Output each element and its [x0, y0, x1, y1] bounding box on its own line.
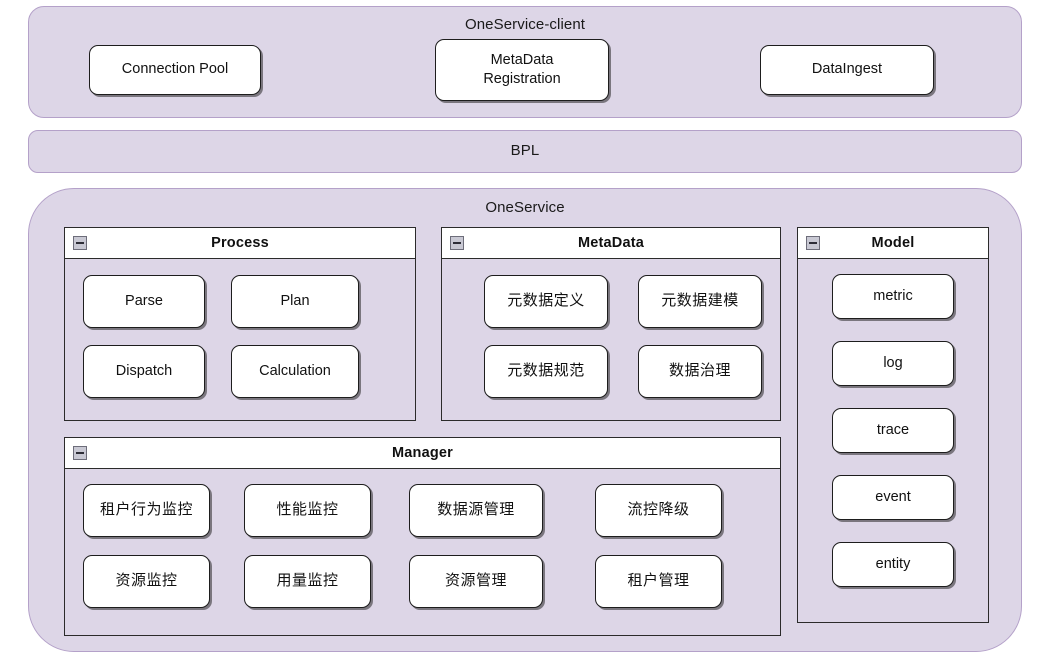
collapse-minus-icon[interactable] [73, 236, 87, 250]
node-label: event [875, 488, 911, 505]
node-label: 资源监控 [115, 572, 178, 590]
node-data-governance[interactable]: 数据治理 [638, 345, 762, 398]
node-metadata-registration[interactable]: MetaData Registration [435, 39, 609, 101]
node-label: Dispatch [115, 362, 173, 379]
node-connection-pool[interactable]: Connection Pool [89, 45, 261, 95]
node-entity[interactable]: entity [832, 542, 954, 587]
panel-title: MetaData [577, 235, 645, 251]
collapse-minus-icon[interactable] [450, 236, 464, 250]
node-label: Connection Pool [121, 61, 229, 78]
node-label: Parse [125, 292, 163, 309]
node-label: 元数据建模 [661, 292, 739, 310]
panel-header-model[interactable]: Model [798, 228, 988, 259]
node-tenant-behavior-monitoring[interactable]: 租户行为监控 [83, 484, 210, 537]
node-label: metric [873, 287, 913, 304]
panel-model: Model metric log trace event entity [797, 227, 989, 623]
node-performance-monitoring[interactable]: 性能监控 [244, 484, 371, 537]
panel-process: Process Parse Plan Dispatch Calculation [64, 227, 416, 421]
layer-oneservice-client: OneService-client Connection Pool MetaDa… [28, 6, 1022, 118]
layer-bpl: BPL [28, 130, 1022, 173]
panel-manager: Manager 租户行为监控 性能监控 数据源管理 流控降级 资源监控 [64, 437, 781, 636]
panel-title: Manager [391, 445, 454, 461]
layer-oneservice: OneService Process Parse Plan Dispatch C… [28, 188, 1022, 652]
node-metric[interactable]: metric [832, 274, 954, 319]
node-flow-control-degradation[interactable]: 流控降级 [595, 484, 722, 537]
node-metadata-definition[interactable]: 元数据定义 [484, 275, 608, 328]
node-usage-monitoring[interactable]: 用量监控 [244, 555, 371, 608]
node-label: 性能监控 [276, 501, 339, 519]
panel-header-manager[interactable]: Manager [65, 438, 780, 469]
panel-header-metadata[interactable]: MetaData [442, 228, 780, 259]
collapse-minus-icon[interactable] [73, 446, 87, 460]
node-label: 用量监控 [276, 572, 339, 590]
layer-title-bpl: BPL [510, 142, 540, 159]
node-label: 租户管理 [627, 572, 690, 590]
node-tenant-management[interactable]: 租户管理 [595, 555, 722, 608]
node-label: log [883, 354, 903, 371]
panel-title: Process [211, 235, 269, 251]
node-dataingest[interactable]: DataIngest [760, 45, 934, 95]
panel-header-process[interactable]: Process [65, 228, 415, 259]
node-dispatch[interactable]: Dispatch [83, 345, 205, 398]
node-resource-management[interactable]: 资源管理 [409, 555, 543, 608]
node-metadata-modeling[interactable]: 元数据建模 [638, 275, 762, 328]
node-label: DataIngest [811, 61, 883, 78]
node-plan[interactable]: Plan [231, 275, 359, 328]
panel-metadata: MetaData 元数据定义 元数据建模 元数据规范 数据治理 [441, 227, 781, 421]
layer-title-client: OneService-client [464, 16, 586, 33]
node-label: 租户行为监控 [99, 501, 193, 519]
node-resource-monitoring[interactable]: 资源监控 [83, 555, 210, 608]
node-label: 数据源管理 [437, 501, 515, 519]
panel-title: Model [871, 235, 915, 251]
node-trace[interactable]: trace [832, 408, 954, 453]
collapse-minus-icon[interactable] [806, 236, 820, 250]
node-label-line2: Registration [483, 71, 561, 87]
node-label: entity [875, 555, 911, 572]
node-calculation[interactable]: Calculation [231, 345, 359, 398]
node-log[interactable]: log [832, 341, 954, 386]
node-metadata-standard[interactable]: 元数据规范 [484, 345, 608, 398]
node-parse[interactable]: Parse [83, 275, 205, 328]
node-label: 元数据定义 [507, 292, 585, 310]
node-label: Calculation [259, 362, 331, 379]
node-datasource-management[interactable]: 数据源管理 [409, 484, 543, 537]
node-label: 资源管理 [444, 572, 507, 590]
node-label: trace [876, 421, 910, 438]
node-event[interactable]: event [832, 475, 954, 520]
node-label-line1: MetaData [490, 52, 554, 69]
node-label: Plan [280, 292, 310, 309]
layer-title-oneservice: OneService [485, 199, 565, 216]
node-label: 流控降级 [627, 501, 690, 519]
node-label: 元数据规范 [507, 362, 585, 380]
node-label: 数据治理 [668, 362, 731, 380]
